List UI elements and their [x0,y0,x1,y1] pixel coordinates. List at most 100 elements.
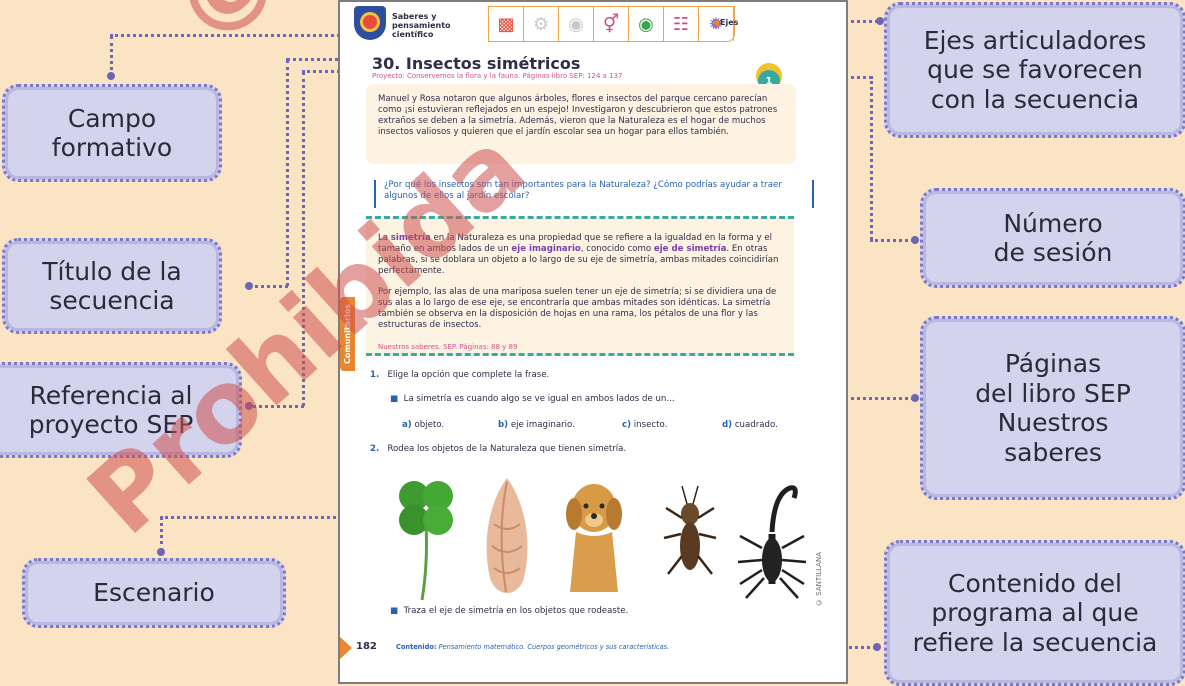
page-number: 182 [356,641,377,652]
page-header: Saberes y pensamiento científico ▩ ⚙ ◉ ⚥… [340,2,846,42]
callout-text: proyecto SEP [28,410,194,439]
info-text: La [378,233,391,243]
callout-text: secuencia [49,286,175,315]
connector-line [302,70,346,73]
connector-line [286,58,346,61]
info-paragraph-1: La simetría en la Naturaleza es una prop… [378,233,782,277]
option-text: eje imaginario. [510,420,575,430]
question-number: 1. [370,370,380,380]
info-text: , conocido como [580,244,654,254]
option-letter: a) [402,420,412,430]
escenario-tab: Comunitarios [340,297,355,371]
trace-text: Traza el eje de simetría en los objetos … [403,606,629,616]
ejes-label: Ejes [711,18,739,27]
question-1-stem: ■ La simetría es cuando algo se ve igual… [390,394,675,404]
option-letter: d) [722,420,733,430]
callout-text: del libro SEP [975,378,1131,408]
content-text: Pensamiento matemático. Cuerpos geométri… [438,643,670,651]
inclusion-puzzle-icon: ▩ [489,7,524,41]
gear-icon: ⚙ [524,7,559,41]
option-text: objeto. [414,420,445,430]
callout-text: Título de la [42,256,182,286]
option-b[interactable]: b) eje imaginario. [498,420,575,430]
option-c[interactable]: c) insecto. [622,420,667,430]
callout-text: Referencia al [29,380,193,410]
story-box: Manuel y Rosa notaron que algunos árbole… [366,84,796,164]
option-letter: c) [622,420,632,430]
guiding-question: ¿Por qué los insectos son tan importante… [374,180,814,208]
question-text: Rodea los objetos de la Naturaleza que t… [387,444,627,454]
dog-image[interactable] [554,474,634,602]
term-eje-imaginario: eje imaginario [511,244,581,254]
callout-text: Páginas [1004,349,1102,378]
ejes-articuladores-bar: ▩ ⚙ ◉ ⚥ ◉ ☷ ✹ [488,6,735,42]
nature-objects [390,474,810,602]
connector-line [870,76,873,240]
info-box: La simetría en la Naturaleza es una prop… [366,216,794,356]
connector-line [870,239,914,242]
story-text: Manuel y Rosa notaron que algunos árbole… [378,94,778,137]
info-paragraph-2: Por ejemplo, las alas de una mariposa su… [378,287,777,330]
project-reference: Proyecto: Conservemos la flora y la faun… [372,72,623,80]
trace-instruction: ■ Traza el eje de simetría en los objeto… [390,606,628,616]
info-text: . En otras palabras, si se doblara un ob… [378,244,779,276]
connector-pin [876,17,884,25]
connector-pin [911,236,919,244]
copyright-mark: © SANTILLANA [815,552,823,606]
connector-line [286,60,289,286]
option-letter: b) [498,420,509,430]
connector-line [160,516,163,552]
stem-text: La simetría es cuando algo se ve igual e… [403,394,675,404]
page-number-block: 182 [340,637,380,659]
insect-image[interactable] [658,474,722,602]
option-d[interactable]: d) cuadrado. [722,420,778,430]
campo-formativo-title: Saberes y pensamiento científico [392,12,451,40]
bullet-icon: ■ [390,606,399,616]
option-text: insecto. [633,420,668,430]
content-label: Contenido: [396,643,437,651]
connector-line [160,516,348,519]
callout-text: saberes [1004,437,1102,467]
connector-line [248,405,304,408]
option-a[interactable]: a) objeto. [402,420,444,430]
scorpion-image[interactable] [732,474,812,602]
question-1: 1. Elige la opción que complete la frase… [370,370,549,380]
callout-text: refiere la secuencia [912,627,1158,657]
question-text: Elige la opción que complete la frase. [387,370,550,380]
globe-icon: ◉ [559,7,594,41]
page-title: 30. Insectos simétricos [372,54,581,73]
chevron-right-icon [340,637,352,659]
connector-pin [107,72,115,80]
clover-image[interactable] [390,474,462,602]
question-2: 2. Rodea los objetos de la Naturaleza qu… [370,444,626,454]
connector-pin [911,394,919,402]
vida-saludable-icon: ◉ [629,7,664,41]
callout-text: que se favorecen [927,55,1143,85]
campo-formativo-seal-icon [354,6,386,40]
connector-pin [873,643,881,651]
term-eje-simetria: eje de simetría [653,244,727,254]
program-content: Contenido: Pensamiento matemático. Cuerp… [396,643,669,651]
term-simetria: simetría [390,233,431,243]
connector-pin [157,548,165,556]
connector-line [302,72,305,406]
bullet-icon: ■ [390,394,399,404]
connector-line [248,285,288,288]
callout-text: Campo [67,103,157,133]
info-text: en la Naturaleza es una propiedad que se… [378,233,773,254]
callout-text: de sesión [993,238,1113,267]
callout-text: Ejes articuladores [923,25,1147,55]
callout-text: formativo [51,133,173,162]
connector-line [822,397,914,400]
session-number: 1 [765,75,773,87]
question-number: 2. [370,444,380,454]
seashell-image[interactable] [476,474,538,602]
connector-pin [245,402,253,410]
saberes-reference: Nuestros saberes. SEP. Páginas: 88 y 89 [378,343,518,351]
